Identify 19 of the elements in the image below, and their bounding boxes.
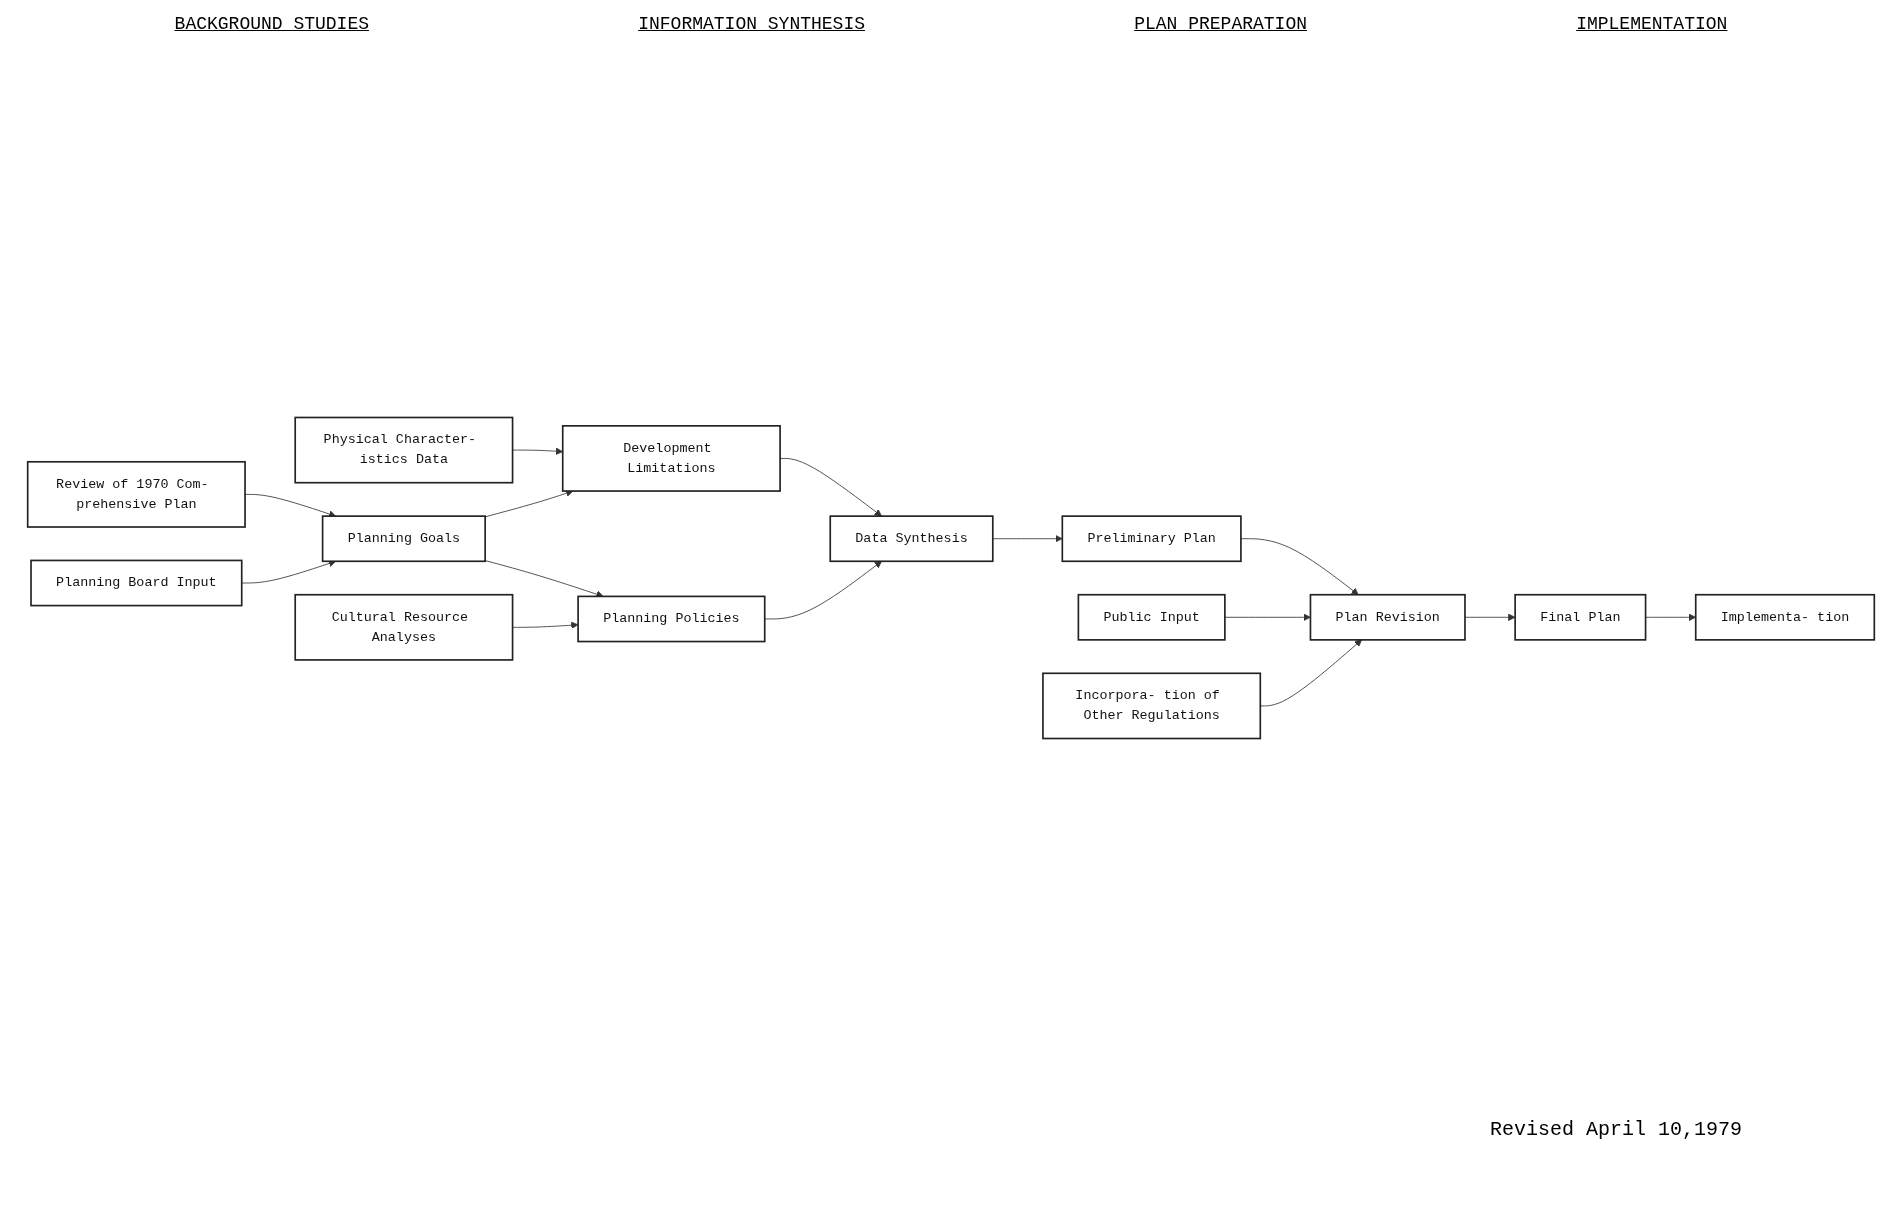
column-heading: BACKGROUND STUDIES (174, 14, 369, 34)
node-box: Review of 1970 Com- prehensive Plan (26, 460, 246, 528)
node-box: Final Plan (1514, 593, 1647, 641)
node-box: Implementa- tion (1694, 593, 1876, 641)
node-box: Planning Board Input (30, 559, 243, 607)
node-box: Incorpora- tion of Other Regulations (1042, 672, 1262, 740)
node-box: Cultural Resource Analyses (294, 593, 514, 661)
node-box: Planning Goals (321, 515, 486, 563)
node-box: Planning Policies (577, 595, 766, 643)
node-box: Preliminary Plan (1061, 515, 1242, 563)
revision-note: Revised April 10,1979 (1489, 1118, 1742, 1141)
column-heading: IMPLEMENTATION (1576, 14, 1728, 34)
column-heading: INFORMATION SYNTHESIS (638, 14, 865, 34)
node-box: Development Limitations (561, 425, 781, 492)
node-box: Public Input (1077, 593, 1226, 641)
node-box: Data Synthesis (829, 515, 994, 563)
node-box: Physical Character- istics Data (294, 416, 514, 484)
column-heading: PLAN PREPARATION (1134, 14, 1307, 34)
node-box: Plan Revision (1309, 593, 1466, 641)
